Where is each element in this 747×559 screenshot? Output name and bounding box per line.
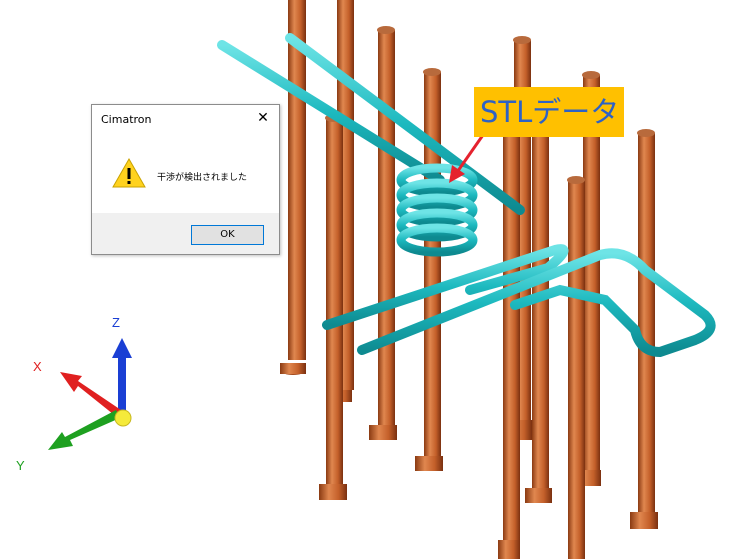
annotation-arrow: [449, 134, 485, 183]
ok-button[interactable]: OK: [191, 225, 264, 245]
pin: [280, 0, 306, 375]
spring-stl-model[interactable]: [217, 33, 716, 358]
z-axis-arrow: [112, 338, 132, 410]
interference-dialog: Cimatron ✕ 干渉が検出されました OK: [91, 104, 280, 255]
axis-triad: [48, 338, 132, 450]
pin: [567, 176, 585, 559]
origin-dot: [114, 409, 132, 427]
x-axis-arrow: [60, 372, 124, 418]
pin: [498, 130, 520, 559]
pin: [630, 129, 658, 529]
pin: [319, 114, 347, 500]
pin: [369, 26, 397, 440]
warning-icon: [112, 158, 146, 188]
x-axis-label: X: [33, 359, 42, 374]
dialog-message: 干渉が検出されました: [157, 173, 248, 183]
dialog-body: Cimatron ✕ 干渉が検出されました: [92, 105, 279, 213]
dialog-title: Cimatron: [101, 113, 152, 126]
stl-data-label: STLデータ: [474, 87, 624, 137]
close-icon[interactable]: ✕: [257, 110, 269, 126]
y-axis-arrow: [48, 410, 120, 450]
z-axis-label: Z: [112, 315, 120, 330]
y-axis-label: Y: [16, 458, 25, 473]
